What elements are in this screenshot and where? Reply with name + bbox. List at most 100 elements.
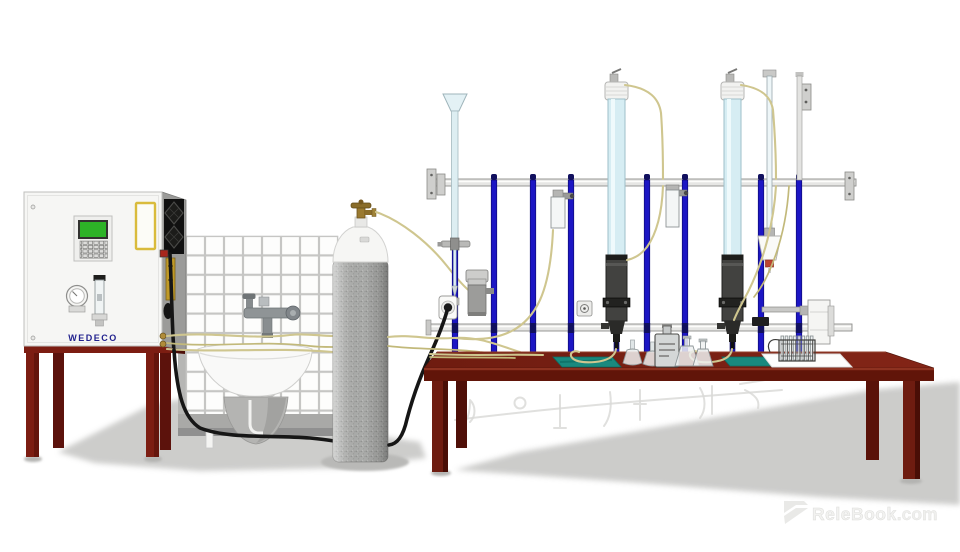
valve-handle: [717, 323, 725, 329]
bottle-label-lines: [659, 343, 675, 357]
wall-socket: [438, 295, 458, 320]
valve-outlet: [365, 210, 373, 215]
clamp-bolt: [605, 300, 610, 305]
stand-leg-shade: [34, 352, 39, 457]
filter-canister: [467, 278, 494, 316]
valve-lever: [727, 68, 738, 74]
stand-leg-shade: [154, 352, 159, 457]
control-panel: [73, 215, 113, 262]
erlenmeyer-flask: [692, 338, 714, 367]
panel-screw: [30, 204, 36, 210]
bench-front-highlight: [424, 368, 934, 371]
sleeve-band: [606, 263, 627, 266]
bracket-screw: [804, 88, 808, 92]
bracket-screw: [848, 176, 851, 180]
gas-cylinder: [332, 199, 473, 463]
rack-tubing: [386, 83, 790, 355]
leg-shade: [443, 381, 448, 472]
faucet-spout: [262, 317, 273, 335]
cylinder-label: [359, 236, 370, 243]
glass-column-2: [717, 68, 747, 353]
ventilation-grille: [164, 199, 184, 254]
column-clamp: [602, 297, 631, 308]
valve-nozzle: [614, 342, 619, 349]
bracket-screw: [430, 173, 433, 177]
column-glass: [723, 98, 742, 256]
cast-shadow-lineart: [454, 379, 783, 429]
reagent-bottle: [654, 324, 680, 368]
bench-front-face: [424, 368, 934, 381]
sample-vial-2: [665, 184, 689, 228]
rack-handle: [767, 339, 780, 353]
bench-leg-back-left: [456, 366, 467, 448]
bottom-valve: [608, 321, 625, 334]
column-glass: [607, 98, 626, 256]
yellow-window: [134, 201, 157, 251]
valve-handle: [601, 323, 609, 329]
relebook-logo-icon: [784, 501, 808, 524]
tall-gray-rod: [796, 75, 803, 181]
glass-funnel-small: [622, 339, 643, 366]
clamp-bolt: [623, 300, 628, 305]
cabinet-stand: [24, 344, 185, 457]
wall-bracket: [426, 168, 437, 200]
glass-highlight: [727, 99, 731, 255]
sleeve-band: [722, 255, 743, 260]
control-screen: [78, 220, 108, 239]
pedestal-shade: [256, 398, 286, 443]
valve-lever: [611, 68, 622, 74]
outlet-fitting: [159, 340, 167, 348]
cylinder-neck: [354, 216, 368, 228]
brand-label: WEDECO: [68, 333, 118, 343]
mounting-plate: [576, 300, 593, 317]
tube-bundle-left: [165, 333, 335, 354]
cylinder-valve: [350, 199, 377, 219]
ozone-generator-cabinet: WEDECO: [23, 191, 187, 457]
stand-leg-back: [53, 350, 64, 448]
bench-leg-back-right: [866, 366, 879, 460]
flow-meter: [91, 275, 108, 327]
clamp-bolt: [721, 300, 726, 305]
cylinder-shoulder: [332, 226, 389, 263]
valve-nozzle: [730, 342, 735, 349]
stand-frame: [24, 344, 174, 353]
glass-column-1: [601, 68, 631, 353]
leg-shadow: [24, 456, 42, 462]
gray-rod-cap: [795, 72, 804, 77]
watermark: ReleBook.com: [784, 501, 938, 524]
drain-trap: [248, 400, 263, 435]
leg-shadow: [144, 456, 162, 462]
side-cable: [168, 252, 176, 353]
column-clamp: [718, 297, 747, 308]
keypad: [79, 240, 108, 259]
wall-bracket-upper: [800, 83, 812, 111]
flow-meter-float: [97, 294, 102, 301]
bottom-valve: [724, 321, 741, 334]
valve-tube: [374, 210, 473, 294]
flow-meter-cap: [93, 275, 106, 281]
bracket-screw: [430, 191, 433, 195]
side-connector: [159, 249, 169, 258]
valve-stem: [613, 334, 620, 342]
glass-highlight: [611, 99, 615, 255]
bracket-screw: [848, 192, 851, 196]
bench-shadow: [455, 382, 960, 505]
power-cable-floor: [172, 348, 336, 443]
bar-end-plate: [425, 319, 432, 336]
outlet-fitting: [159, 332, 167, 340]
basin-rim-shade: [199, 352, 311, 360]
stand-leg-back: [160, 350, 171, 450]
canister-clamp: [486, 288, 494, 294]
sleeve-band: [722, 263, 743, 266]
pressure-gauge: [65, 284, 89, 313]
test-tube-rack: [767, 335, 816, 362]
funnel-tube: [437, 93, 471, 306]
bracket-screw: [804, 100, 808, 104]
leg-shadow: [900, 478, 922, 484]
column1-drain-tube: [569, 347, 618, 364]
lab-rack: [386, 68, 857, 447]
wall-bracket: [844, 171, 855, 201]
sample-vial-1: [550, 189, 575, 229]
watermark-text: ReleBook.com: [812, 504, 938, 524]
